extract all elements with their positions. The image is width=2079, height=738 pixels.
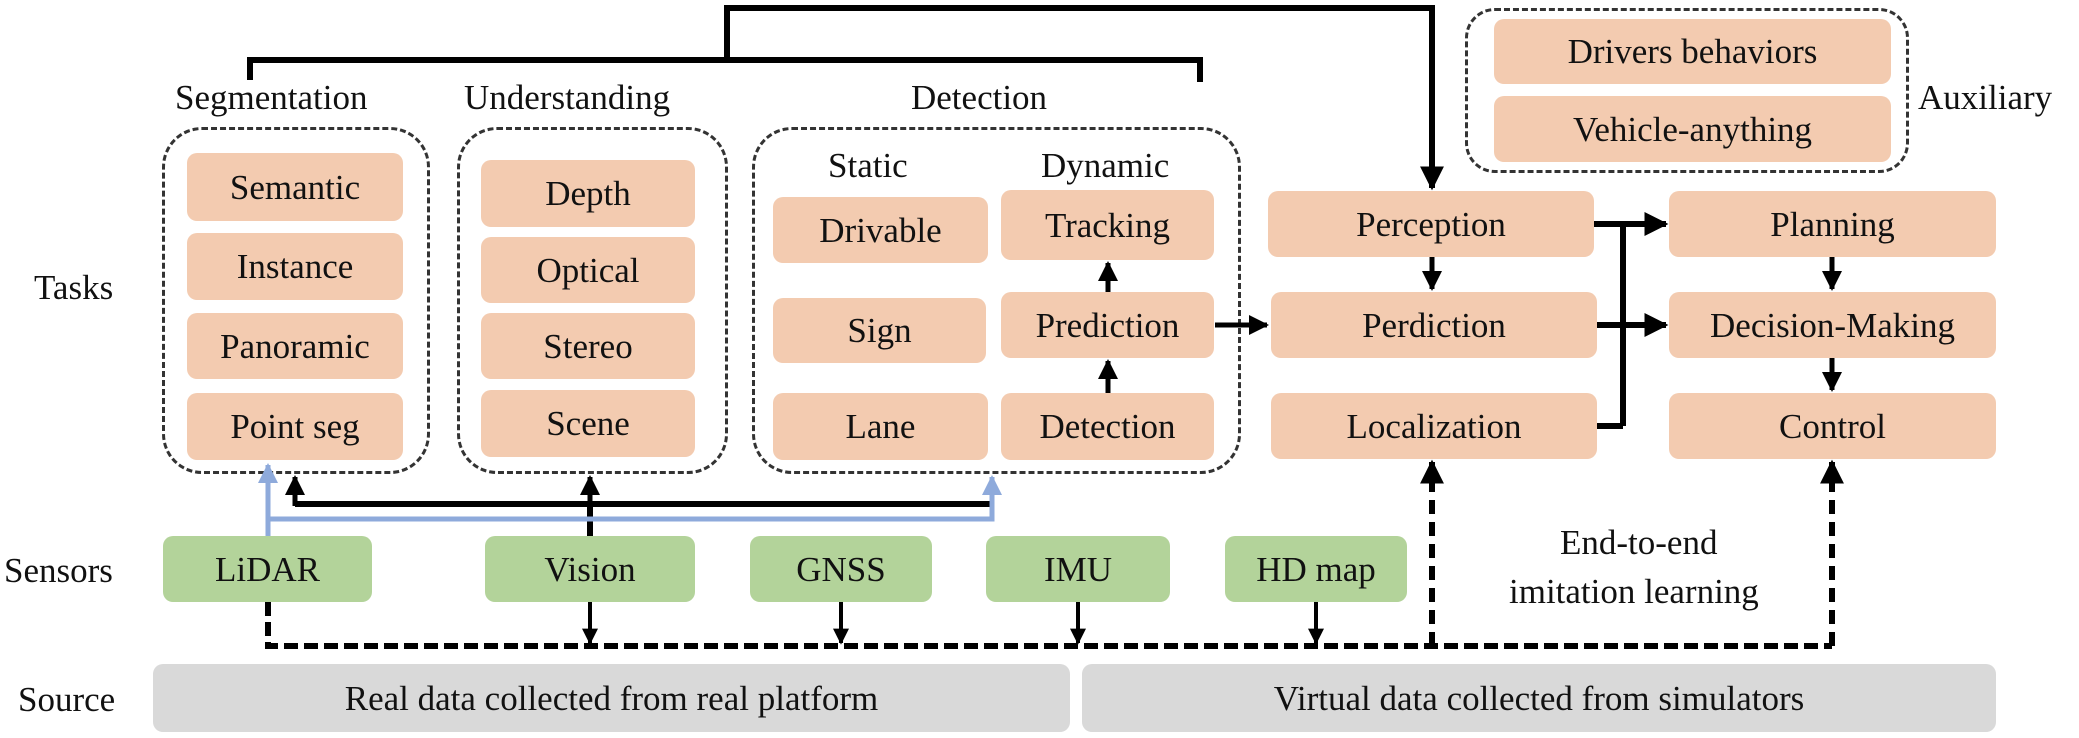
stage-label: Localization: [1346, 406, 1522, 446]
task-label: Drivable: [819, 210, 942, 250]
understanding-title: Understanding: [464, 78, 671, 117]
task-label: Semantic: [229, 167, 361, 207]
source-label: Real data collected from real platform: [344, 678, 879, 718]
stage-label: Perception: [1356, 204, 1506, 244]
task-groups-bracket: [247, 57, 1203, 82]
stage-planning[interactable]: Planning: [1669, 191, 1996, 257]
task-label: Tracking: [1044, 205, 1171, 245]
static-label: Static: [828, 146, 908, 185]
row-label-source: Source: [18, 680, 116, 719]
end-to-end-label-line1: End-to-end: [1560, 523, 1718, 562]
task-detection[interactable]: Detection: [1001, 393, 1214, 460]
source-label: Virtual data collected from simulators: [1273, 678, 1805, 718]
task-label: Point seg: [230, 407, 360, 446]
task-label: Panoramic: [220, 326, 370, 366]
stage-label: Decision-Making: [1710, 305, 1955, 345]
aux-drivers-behaviors[interactable]: Drivers behaviors: [1494, 19, 1891, 84]
task-scene[interactable]: Scene: [481, 390, 695, 457]
task-label: Lane: [845, 407, 916, 446]
lidar-to-tasks-line: [265, 500, 995, 536]
stage-label: Control: [1779, 406, 1886, 446]
task-stereo[interactable]: Stereo: [481, 313, 695, 379]
task-label: Instance: [236, 247, 354, 286]
auxiliary-title: Auxiliary: [1918, 78, 2053, 117]
task-prediction[interactable]: Prediction: [1001, 292, 1214, 358]
end-to-end-label-line2: imitation learning: [1509, 572, 1759, 611]
sensor-label: GNSS: [796, 549, 886, 589]
sensor-label: IMU: [1043, 549, 1113, 589]
task-label: Stereo: [543, 326, 633, 366]
detection-title: Detection: [911, 78, 1048, 117]
task-panoramic[interactable]: Panoramic: [187, 313, 403, 379]
task-label: Depth: [545, 174, 631, 213]
stage-label: Planning: [1770, 204, 1895, 244]
task-label: Optical: [536, 250, 640, 290]
segmentation-group: [162, 127, 430, 474]
task-label: Detection: [1039, 407, 1176, 446]
row-label-tasks: Tasks: [34, 268, 114, 307]
understanding-group: [457, 127, 728, 474]
task-semantic[interactable]: Semantic: [187, 153, 403, 221]
stage-localization[interactable]: Localization: [1271, 393, 1597, 459]
task-point-seg[interactable]: Point seg: [187, 393, 403, 460]
sensor-label: HD map: [1256, 549, 1376, 589]
aux-label: Drivers behaviors: [1567, 32, 1818, 71]
sensor-gnss[interactable]: GNSS: [750, 536, 932, 602]
task-label: Scene: [546, 404, 630, 443]
stage-label: Perdiction: [1362, 305, 1506, 345]
aux-label: Vehicle-anything: [1572, 109, 1813, 149]
task-lane[interactable]: Lane: [773, 393, 988, 460]
sensor-label: Vision: [544, 549, 636, 589]
task-tracking[interactable]: Tracking: [1001, 190, 1214, 260]
stage-perception[interactable]: Perception: [1268, 191, 1594, 257]
source-real[interactable]: Real data collected from real platform: [153, 664, 1070, 732]
segmentation-title: Segmentation: [175, 78, 368, 117]
task-label: Prediction: [1035, 305, 1180, 345]
stage-control[interactable]: Control: [1669, 393, 1996, 459]
vision-to-tasks-line: [295, 501, 992, 536]
sensor-hd-map[interactable]: HD map: [1225, 536, 1407, 602]
aux-vehicle-anything[interactable]: Vehicle-anything: [1494, 96, 1891, 162]
dynamic-label: Dynamic: [1041, 146, 1170, 185]
sensor-lidar[interactable]: LiDAR: [163, 536, 372, 602]
task-optical[interactable]: Optical: [481, 237, 695, 303]
auxiliary-group: [1465, 8, 1909, 173]
task-depth[interactable]: Depth: [481, 160, 695, 227]
sensor-label: LiDAR: [215, 549, 320, 589]
task-drivable[interactable]: Drivable: [773, 197, 988, 263]
task-label: Sign: [847, 311, 912, 350]
perception-bus: [1594, 221, 1626, 429]
stage-perdiction[interactable]: Perdiction: [1271, 292, 1597, 358]
sensor-vision[interactable]: Vision: [485, 536, 695, 602]
sensor-imu[interactable]: IMU: [986, 536, 1170, 602]
task-sign[interactable]: Sign: [773, 298, 986, 363]
stage-decision-making[interactable]: Decision-Making: [1669, 292, 1996, 358]
source-virtual[interactable]: Virtual data collected from simulators: [1082, 664, 1996, 732]
row-label-sensors: Sensors: [4, 551, 113, 590]
task-instance[interactable]: Instance: [187, 233, 403, 300]
